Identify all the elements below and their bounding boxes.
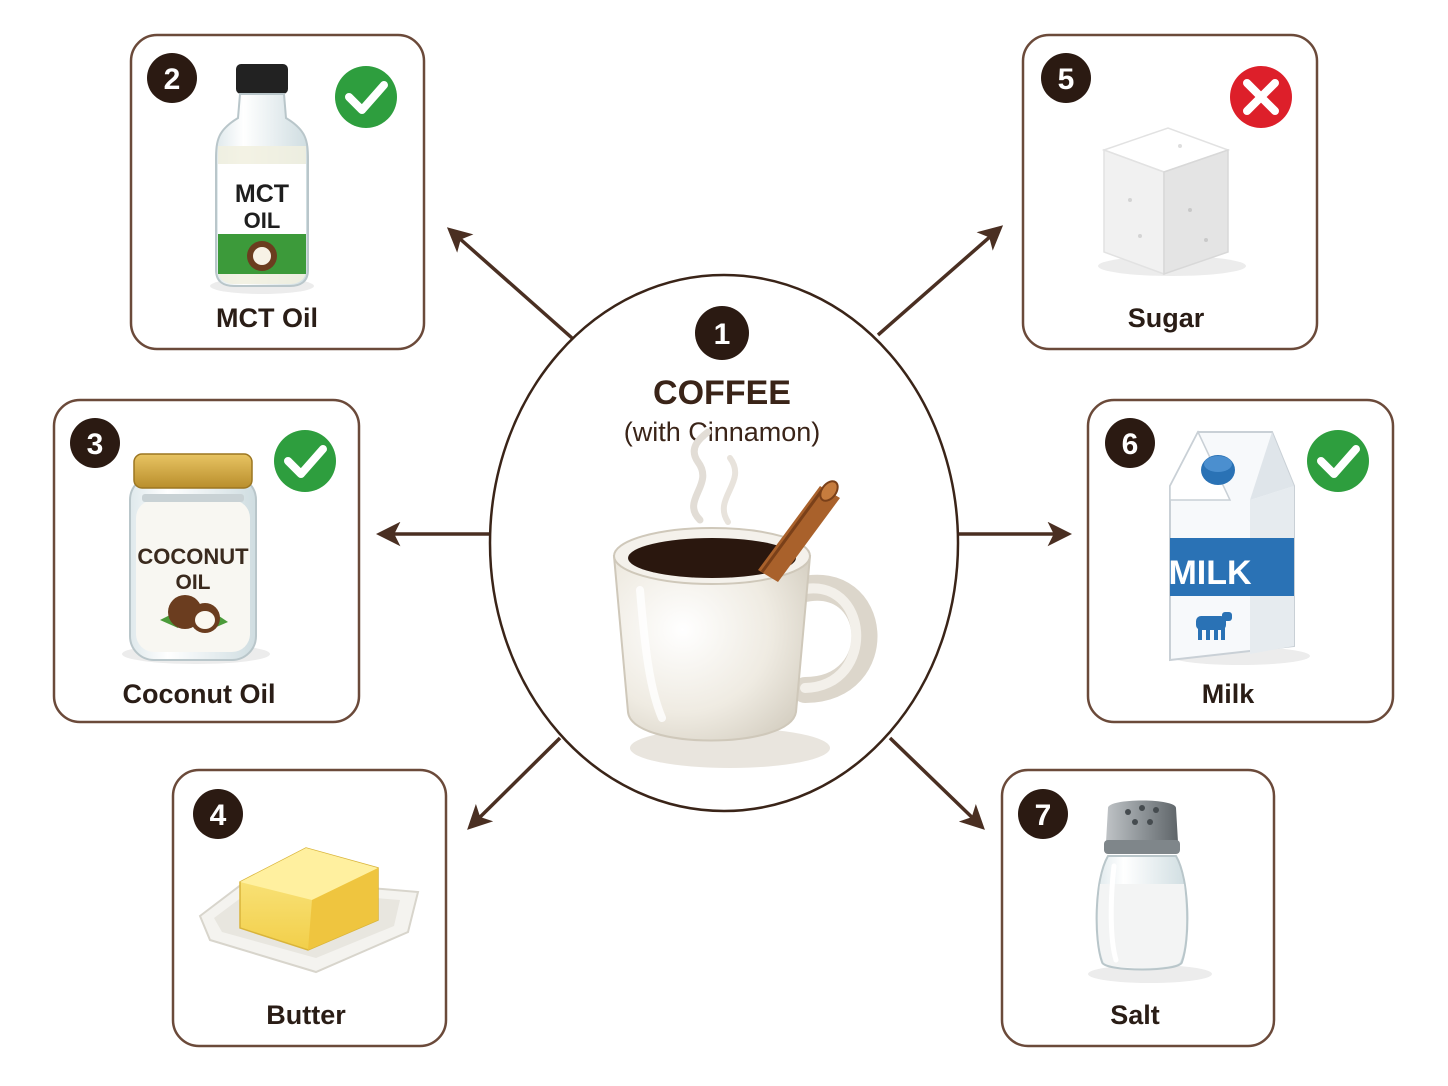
arrows (375, 225, 1073, 830)
number-badge (1018, 789, 1068, 839)
arrow-to-sugar (876, 225, 1004, 337)
arrow-to-salt (888, 736, 985, 830)
sugar-cube-icon (1098, 127, 1246, 276)
milk-carton-icon: MILK (1168, 430, 1310, 665)
center-node-coffee: 1 COFFEE (with Cinnamon) (488, 273, 960, 813)
number-text: 1 (714, 318, 731, 351)
number-text: 7 (1035, 799, 1052, 832)
package-text-line2: OIL (244, 208, 281, 233)
cross-icon (1230, 66, 1292, 128)
coconut-oil-jar-icon: COCONUT OIL (122, 453, 270, 664)
coffee-mug-icon (612, 428, 878, 768)
card-sugar: 5 Sugar (1021, 33, 1319, 351)
card-mct-oil: 2 MCT OIL MCT Oil (129, 33, 426, 351)
card-butter: 4 Butter (171, 768, 448, 1048)
number-badge (193, 789, 243, 839)
number-badge (695, 306, 749, 360)
number-text: 4 (210, 799, 227, 832)
arrow-to-mct-oil (446, 227, 574, 340)
check-icon (335, 66, 397, 128)
package-text-line2: OIL (176, 571, 211, 594)
package-text: MILK (1168, 554, 1252, 592)
card-label: Coconut Oil (123, 679, 276, 709)
number-badge (1105, 418, 1155, 468)
center-title: COFFEE (653, 374, 791, 412)
salt-shaker-icon (1088, 800, 1212, 983)
number-text: 2 (164, 63, 181, 96)
package-text-line1: MCT (235, 180, 289, 208)
number-text: 3 (87, 428, 104, 461)
check-icon (1307, 430, 1369, 492)
card-salt: 7 Salt (1000, 768, 1276, 1048)
number-text: 6 (1122, 428, 1139, 461)
card-coconut-oil: 3 COCONUT OIL Coconut Oil (52, 398, 361, 724)
mct-oil-bottle-icon: MCT OIL (210, 64, 314, 294)
number-text: 5 (1058, 63, 1075, 96)
card-label: Salt (1110, 1000, 1160, 1030)
butter-icon (198, 847, 420, 974)
check-icon (274, 430, 336, 492)
number-badge (1041, 53, 1091, 103)
center-subtitle: (with Cinnamon) (624, 417, 821, 447)
package-text-line1: COCONUT (137, 544, 249, 569)
card-label: Milk (1202, 679, 1255, 709)
card-label: MCT Oil (216, 303, 318, 333)
number-badge (70, 418, 120, 468)
card-milk: 6 MILK Milk (1086, 398, 1395, 724)
arrow-to-butter (467, 736, 562, 830)
card-label: Sugar (1128, 303, 1205, 333)
number-badge (147, 53, 197, 103)
card-label: Butter (266, 1000, 346, 1030)
